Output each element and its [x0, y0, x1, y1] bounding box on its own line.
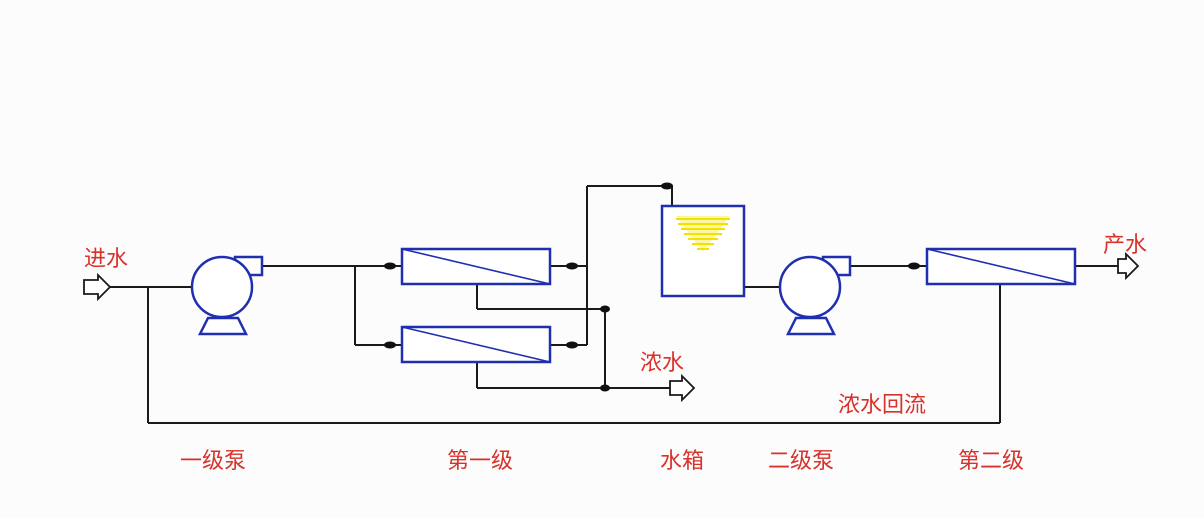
joint-dot [600, 384, 610, 392]
flow-arrows [83, 251, 1140, 403]
joint-dot [384, 341, 396, 349]
tank-icon [660, 204, 746, 298]
joint-dot [384, 262, 396, 270]
joint-dot [908, 262, 920, 270]
concentrate-arrow-icon [669, 373, 696, 403]
pump2-icon [778, 255, 852, 336]
joint-dot [661, 182, 673, 190]
labels: 进水 产水 浓水 浓水回流 一级泵 第一级 水箱 二级泵 第二级 [84, 233, 1147, 474]
water-level-icon [676, 218, 730, 250]
pump1-icon [190, 255, 264, 336]
recycle-label: 浓水回流 [838, 393, 926, 418]
stage1-label: 第一级 [447, 449, 513, 474]
joint-dot [566, 262, 578, 270]
pump1-label: 一级泵 [180, 449, 246, 474]
concentrate-label: 浓水 [640, 351, 684, 376]
product-arrow-icon [1117, 251, 1140, 281]
joint-dot [566, 341, 578, 349]
stage2-label: 第二级 [958, 449, 1024, 474]
stage2-membrane [925, 247, 1077, 286]
stage1-membrane-b [400, 325, 552, 364]
joint-dot [600, 305, 610, 313]
inlet-label: 进水 [84, 247, 128, 272]
pump2-label: 二级泵 [768, 449, 834, 474]
product-label: 产水 [1103, 233, 1147, 258]
tank-label: 水箱 [660, 449, 704, 474]
stage1-membrane-a [400, 247, 552, 286]
piping [98, 185, 1118, 424]
inlet-arrow-icon [83, 272, 112, 302]
pipe-joints [384, 182, 920, 392]
